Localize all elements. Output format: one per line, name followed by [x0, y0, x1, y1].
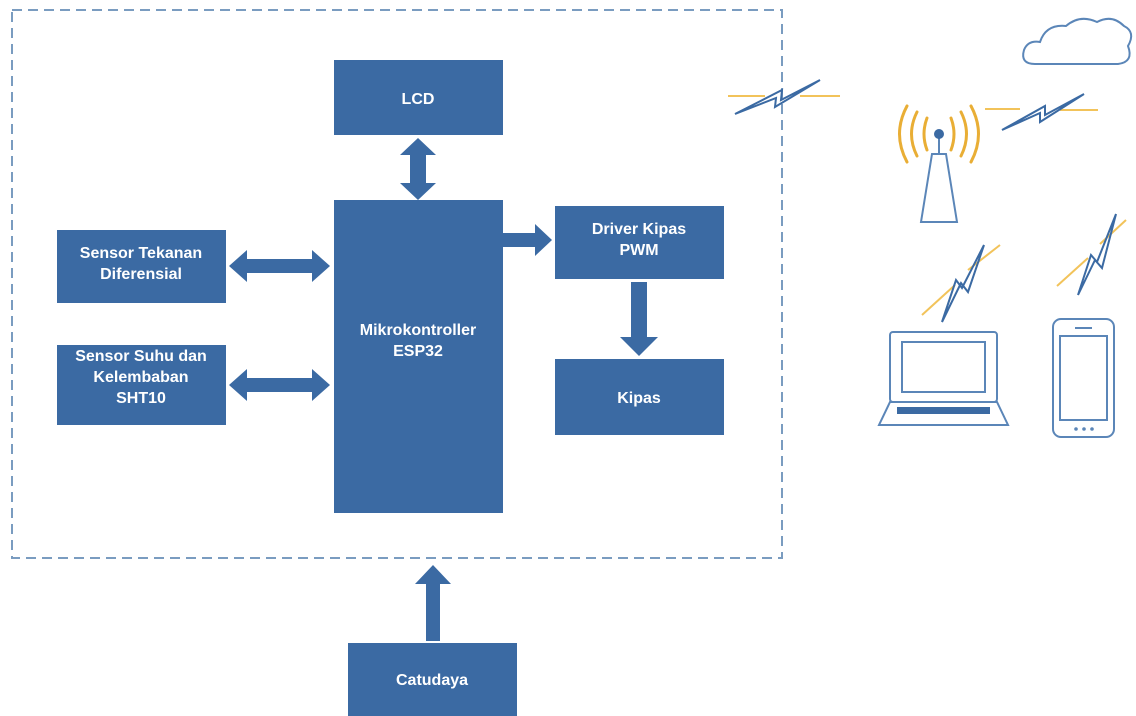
sensor-temp-label-line: Sensor Suhu dan [75, 348, 207, 365]
power-label: Catudaya [396, 672, 468, 689]
arrow-mcu-driver [503, 224, 552, 256]
sensor-pressure-label-line: Sensor Tekanan [80, 245, 202, 262]
lcd-block: LCD [334, 60, 503, 135]
arrow-sensor-pressure-mcu [229, 250, 330, 282]
lightning-signal-icon [728, 79, 840, 115]
cloud-icon [1022, 17, 1133, 65]
arrow-sensor-temp-mcu [229, 369, 330, 401]
antenna-tower-icon [898, 104, 980, 223]
fan-block: Kipas [555, 359, 724, 435]
sensor-temp-label-line: SHT10 [116, 390, 166, 407]
lcd-label-line: LCD [402, 91, 435, 108]
sensor-temp-box [57, 345, 226, 425]
fan-box [555, 359, 724, 435]
smartphone-icon [1052, 318, 1115, 438]
fan-label-line: Kipas [617, 390, 661, 407]
power-box [348, 643, 517, 716]
lcd-box [334, 60, 503, 135]
arrows [229, 138, 658, 641]
driver-label-line: PWM [619, 242, 658, 259]
lightning-signal-icon [985, 93, 1098, 131]
mcu-label-line: Mikrokontroller [360, 322, 476, 339]
arrow-lcd-mcu [400, 138, 436, 200]
system-boundary [11, 9, 783, 559]
fan-label: Kipas [617, 390, 661, 407]
sensor-temp-label-line: Kelembaban [93, 369, 188, 386]
driver-box [555, 206, 724, 279]
mcu-label-line: ESP32 [393, 343, 443, 360]
laptop-icon [877, 331, 1010, 426]
arrow-power-mcu [415, 565, 451, 641]
sensor-pressure-box [57, 230, 226, 303]
lightning-signal-icon [1056, 213, 1127, 296]
mcu-box [334, 200, 503, 513]
sensor-pressure-label-line: Diferensial [100, 266, 182, 283]
arrow-driver-fan [620, 282, 658, 356]
power-block: Catudaya [348, 643, 517, 716]
lcd-label: LCD [402, 91, 435, 108]
lightning-signal-icon [921, 244, 1001, 323]
power-label-line: Catudaya [396, 672, 468, 689]
driver-label-line: Driver Kipas [592, 221, 686, 238]
